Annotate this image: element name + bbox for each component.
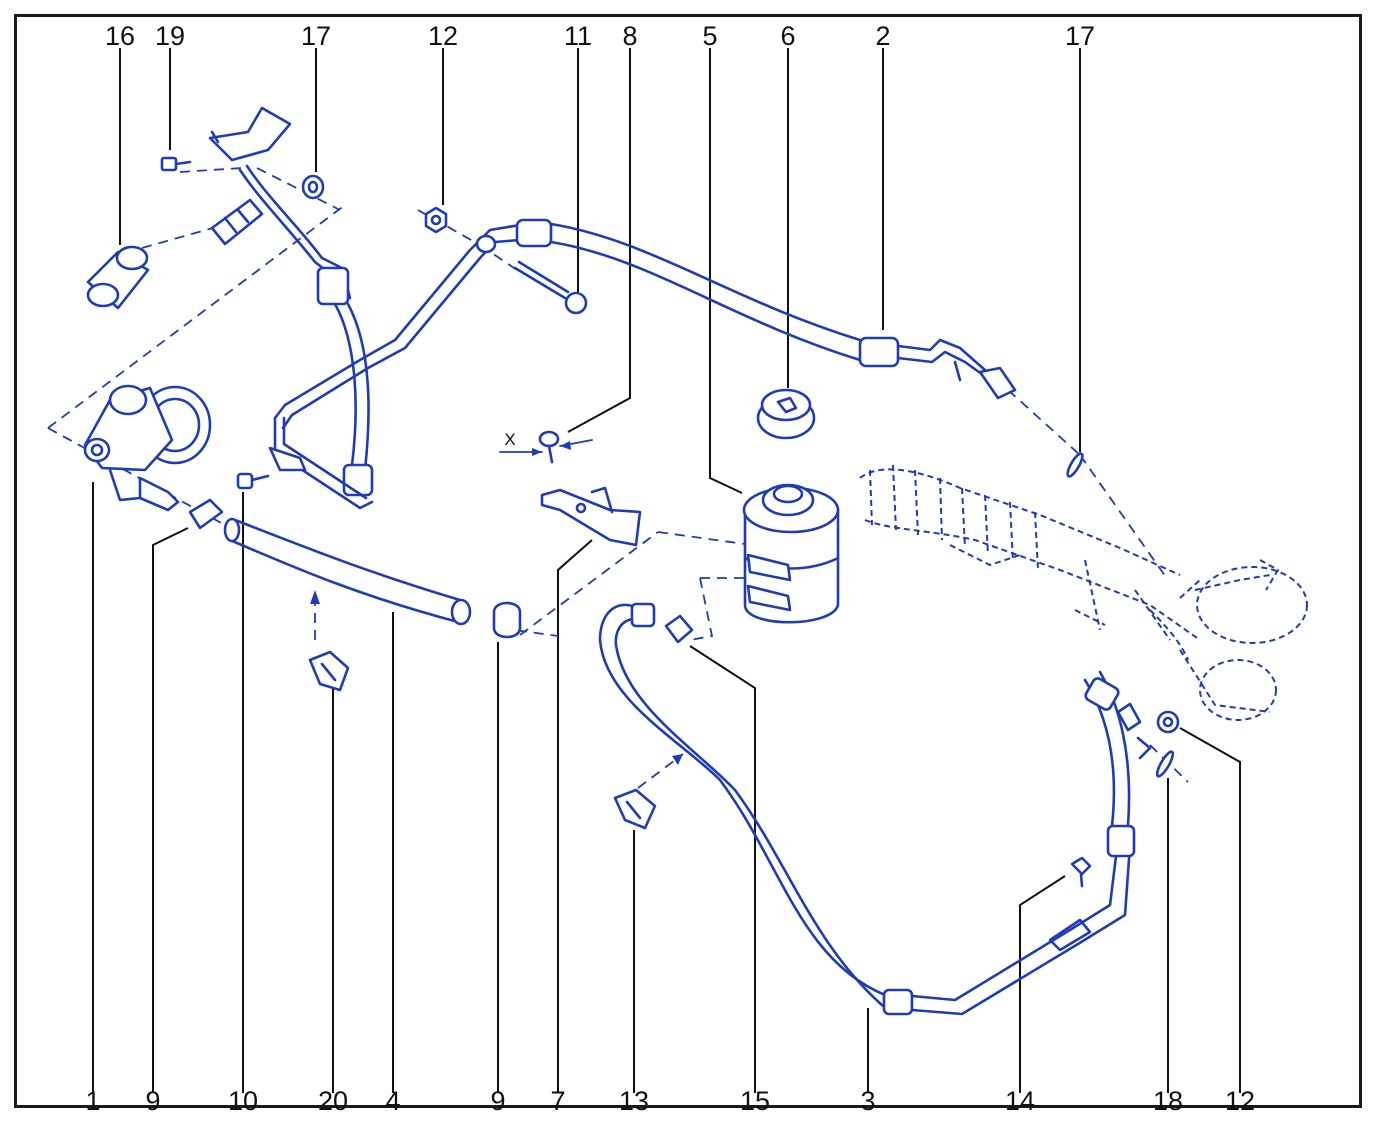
hose-clip-9-right (492, 601, 522, 639)
callout-9-right: 9 (490, 1086, 505, 1116)
fluid-reservoir (742, 483, 840, 624)
callout-16: 16 (105, 21, 135, 51)
callout-1: 1 (85, 1086, 100, 1116)
callout-8: 8 (622, 21, 637, 51)
steering-rack-ghost (859, 464, 1308, 721)
reservoir-cap (756, 388, 816, 440)
nut-12-lower (1156, 710, 1180, 734)
screw-8 (499, 430, 593, 464)
leader-lines (92, 48, 1241, 1093)
bolt-11 (513, 260, 588, 315)
callout-3: 3 (860, 1086, 875, 1116)
callout-7: 7 (550, 1086, 565, 1116)
callout-labels-top: 16 19 17 12 11 8 5 6 2 17 (105, 21, 1095, 51)
bolt-14 (1070, 856, 1092, 888)
reservoir-bracket (540, 486, 642, 547)
bolt-19 (160, 156, 192, 172)
power-steering-pump (83, 384, 212, 512)
return-hose-4 (223, 517, 472, 626)
seal-ring-17-upper (301, 174, 325, 200)
callout-17-top: 17 (301, 21, 331, 51)
pressure-line-2 (273, 218, 1017, 430)
callout-20: 20 (318, 1086, 348, 1116)
callout-10: 10 (228, 1086, 258, 1116)
callout-18: 18 (1153, 1086, 1183, 1116)
callout-12-top: 12 (428, 21, 458, 51)
callout-2: 2 (875, 21, 890, 51)
pressure-switch (86, 245, 150, 310)
nut-12-upper (424, 206, 448, 234)
hose-clamp-13 (613, 754, 683, 830)
callout-5: 5 (702, 21, 717, 51)
return-hose-3 (598, 602, 1136, 1016)
callout-13: 13 (619, 1086, 649, 1116)
diagram-frame (14, 14, 1362, 1108)
callout-4: 4 (385, 1086, 400, 1116)
callout-6: 6 (780, 21, 795, 51)
callout-14: 14 (1005, 1086, 1035, 1116)
hose-clamp-20 (308, 590, 350, 692)
union-fitting (210, 198, 264, 246)
callout-11: 11 (564, 21, 592, 51)
hose-clip-9-left (188, 498, 224, 530)
callout-19: 19 (155, 21, 185, 51)
callout-15: 15 (740, 1086, 770, 1116)
callout-9-left: 9 (145, 1086, 160, 1116)
dimension-x-label: X (504, 430, 515, 449)
seal-ring-18 (1155, 750, 1175, 778)
callout-17-right: 17 (1065, 21, 1095, 51)
callout-labels-bottom: 1 9 10 20 4 9 7 13 15 3 14 18 12 (85, 1086, 1255, 1116)
hose-clip-15 (664, 614, 694, 644)
callout-12-bottom: 12 (1225, 1086, 1255, 1116)
rack-fitting (1116, 702, 1152, 760)
seal-ring-17-lower (1066, 452, 1084, 478)
hose-bolt-10 (236, 472, 270, 490)
pressure-pipe-upper (208, 106, 374, 510)
assembly-dash-lines (47, 167, 1189, 789)
